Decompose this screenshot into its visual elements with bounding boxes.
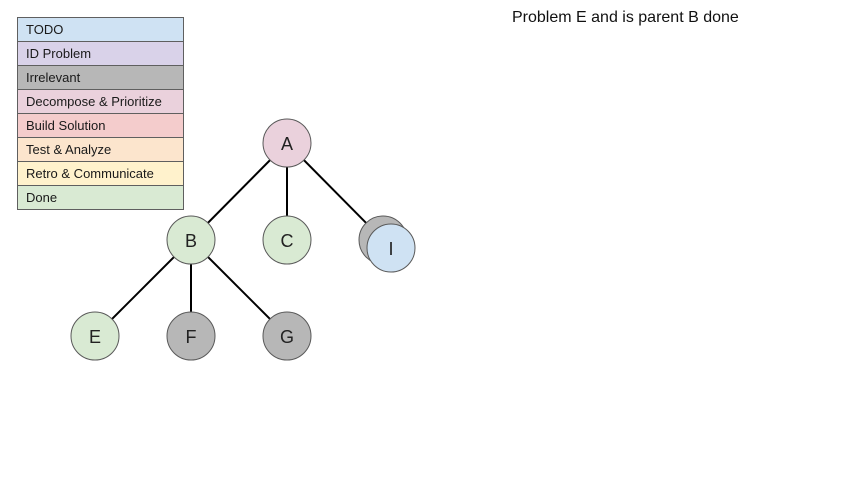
legend-item-id-problem: ID Problem	[17, 42, 184, 66]
node-b-circle	[166, 215, 216, 265]
diagram-title: Problem E and is parent B done	[512, 9, 739, 26]
node-e-label: E	[89, 327, 101, 347]
legend-item-build-solution: Build Solution	[17, 114, 184, 138]
node-f-circle	[166, 311, 216, 361]
node-c[interactable]: C	[262, 215, 312, 265]
node-a[interactable]: A	[262, 118, 312, 168]
legend-item-todo: TODO	[17, 18, 184, 42]
node-e-circle	[70, 311, 120, 361]
node-b-label: B	[185, 231, 197, 251]
node-g-circle	[262, 311, 312, 361]
status-legend: TODO ID Problem Irrelevant Decompose & P…	[17, 17, 184, 210]
node-f[interactable]: F	[166, 311, 216, 361]
node-f-label: F	[186, 327, 197, 347]
node-e[interactable]: E	[70, 311, 120, 361]
node-c-circle	[262, 215, 312, 265]
legend-item-retro-communicate: Retro & Communicate	[17, 162, 184, 186]
tree-edges	[94, 142, 384, 337]
node-b[interactable]: B	[166, 215, 216, 265]
node-g[interactable]: G	[262, 311, 312, 361]
node-i[interactable]: I	[358, 215, 416, 273]
legend-item-test-analyze: Test & Analyze	[17, 138, 184, 162]
legend-item-irrelevant: Irrelevant	[17, 66, 184, 90]
node-g-label: G	[280, 327, 294, 347]
node-i-label: I	[388, 239, 393, 259]
legend-item-done: Done	[17, 186, 184, 210]
node-a-circle	[262, 118, 312, 168]
legend-item-decompose-prioritize: Decompose & Prioritize	[17, 90, 184, 114]
node-i-circle	[366, 223, 416, 273]
node-a-label: A	[281, 134, 293, 154]
node-c-label: C	[281, 231, 294, 251]
